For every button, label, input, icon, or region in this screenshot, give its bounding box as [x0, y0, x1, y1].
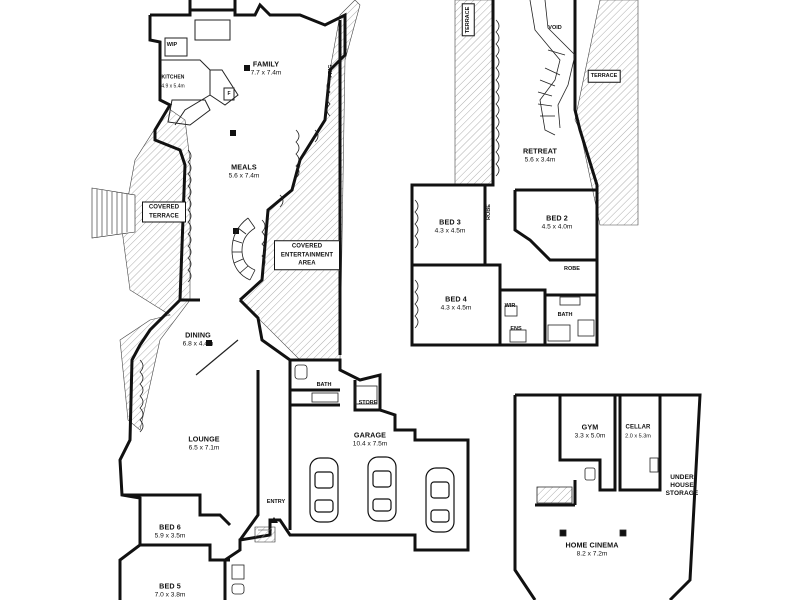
- room-label-terrace-left: TERRACE: [461, 3, 475, 37]
- room-label-terrace-right: TERRACE: [587, 69, 621, 83]
- room-label-covered-entertainment: COVERED ENTERTAINMENT AREA: [274, 240, 340, 270]
- room-label-entry: ENTRY: [266, 498, 286, 505]
- entry-steps: [254, 526, 276, 543]
- room-label-robe-upper: ROBE: [485, 204, 492, 220]
- entry-arrow: [270, 517, 278, 523]
- left-steps: [91, 187, 136, 239]
- room-label-store: STORE: [358, 399, 378, 406]
- car-1: [309, 457, 339, 523]
- dining-table-line: [195, 339, 239, 376]
- bed5-fixtures: [231, 564, 245, 595]
- upper-bath-fixtures: [504, 296, 595, 343]
- upper-walls: [410, 0, 599, 347]
- room-label-wir: WIR: [504, 302, 516, 309]
- column: [230, 130, 236, 136]
- fridge-label: FRIG: [327, 64, 334, 78]
- f-label: F: [227, 90, 231, 97]
- room-label-void: VOID: [548, 24, 562, 31]
- room-label-wip: WIP: [166, 41, 178, 48]
- garage-cars: [309, 456, 455, 533]
- column: [206, 340, 212, 346]
- lower-walls: [513, 393, 702, 600]
- car-2: [367, 456, 397, 522]
- upper-bifolds: [414, 19, 500, 329]
- room-label-robe-lower: ROBE: [564, 265, 580, 272]
- room-label-bath-ground: BATH: [316, 381, 332, 388]
- car-3: [425, 467, 455, 533]
- column: [233, 228, 239, 234]
- bifold-doors: [139, 79, 331, 433]
- room-label-covered-terrace: COVERED TERRACE: [142, 201, 186, 223]
- room-label-bath-upper: BATH: [557, 311, 573, 318]
- void-stair: [529, 0, 576, 136]
- room-label-under-house: UNDER HOUSE STORAGE: [665, 474, 699, 497]
- room-label-ens: ENS: [510, 325, 522, 332]
- spiral-stair-ground: [231, 217, 256, 281]
- ground-bath-fixtures: [294, 364, 378, 405]
- kitchen-fittings: [160, 19, 239, 126]
- column: [244, 65, 250, 71]
- lower-fixtures: [559, 457, 659, 537]
- lower-stair: [536, 486, 573, 504]
